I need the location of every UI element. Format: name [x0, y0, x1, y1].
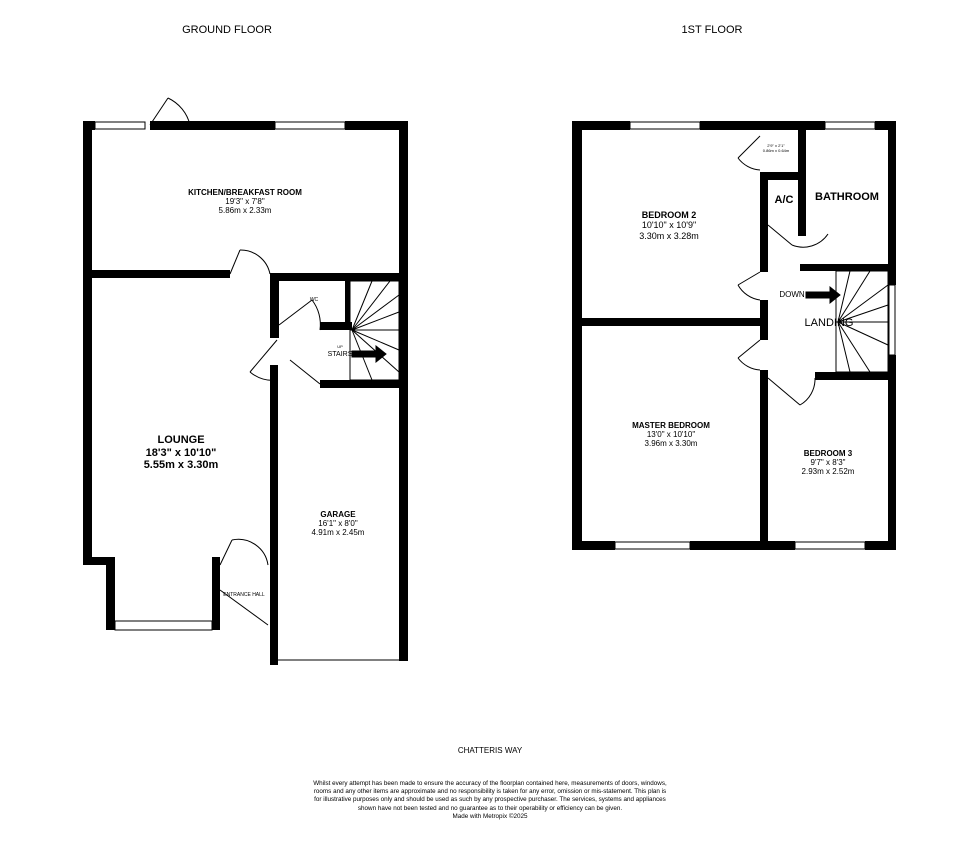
room-bedroom-3: BEDROOM 3 9'7" x 8'3" 2.93m x 2.52m	[802, 449, 855, 477]
room-name: MASTER BEDROOM	[632, 421, 710, 430]
room-wc: WC	[309, 297, 319, 303]
ground-stairs	[349, 280, 400, 381]
ground-floor-title: GROUND FLOOR	[182, 24, 272, 36]
down-label: DOWN	[779, 290, 805, 299]
room-metric: 4.91m x 2.45m	[311, 528, 365, 538]
stairs-label: STAIRS	[327, 351, 353, 358]
room-metric: 3.30m x 3.28m	[639, 230, 699, 241]
room-metric: 2.93m x 2.52m	[801, 467, 855, 477]
disclaimer-text: Whilst every attempt has been made to en…	[313, 780, 667, 812]
room-ac: A/C	[774, 194, 794, 206]
room-name: LOUNGE	[157, 434, 205, 446]
ground-floor-windows	[94, 121, 399, 661]
landing-label: LANDING	[804, 317, 854, 329]
room-bedroom-2: BEDROOM 2 10'10" x 10'9" 3.30m x 3.28m	[639, 210, 699, 241]
cupboard-dimensions: 2'9" x 2'1" 0.86m x 0.64m	[762, 143, 790, 153]
first-floor-title: 1ST FLOOR	[681, 24, 743, 36]
room-metric: 5.55m x 3.30m	[143, 459, 219, 472]
room-imperial: 18'3" x 10'10"	[145, 446, 217, 459]
ground-floor-doors	[149, 97, 321, 626]
disclaimer: Whilst every attempt has been made to en…	[310, 780, 670, 821]
cupboard-metric: 0.86m x 0.64m	[762, 147, 790, 153]
first-floor-walls	[572, 121, 896, 550]
room-name: BEDROOM 2	[641, 210, 697, 220]
room-imperial: 19'3" x 7'8"	[225, 197, 265, 207]
room-metric: 5.86m x 2.33m	[218, 206, 272, 216]
room-master-bedroom: MASTER BEDROOM 13'0" x 10'10" 3.96m x 3.…	[632, 421, 710, 449]
first-floor-doors	[737, 135, 829, 406]
room-lounge: LOUNGE 18'3" x 10'10" 5.55m x 3.30m	[144, 434, 219, 472]
room-entrance-hall: ENTRANCE HALL	[223, 592, 265, 598]
room-imperial: 16'1" x 8'0"	[318, 519, 358, 529]
room-imperial: 10'10" x 10'9"	[641, 220, 697, 231]
room-kitchen: KITCHEN/BREAKFAST ROOM 19'3" x 7'8" 5.86…	[188, 188, 302, 216]
room-garage: GARAGE 16'1" x 8'0" 4.91m x 2.45m	[312, 510, 365, 538]
room-imperial: 13'0" x 10'10"	[646, 430, 696, 440]
ground-floor-walls	[83, 121, 408, 665]
room-name: KITCHEN/BREAKFAST ROOM	[188, 188, 302, 197]
room-name: GARAGE	[320, 510, 356, 519]
first-stairs	[805, 270, 889, 373]
street-name: CHATTERIS WAY	[457, 746, 523, 755]
cupboard-imperial: 2'9" x 2'1"	[767, 143, 785, 148]
stairs-up-label: UP	[337, 344, 343, 349]
room-metric: 3.96m x 3.30m	[644, 439, 698, 449]
room-name: BEDROOM 3	[803, 449, 853, 458]
credit-text: Made with Metropix ©2025	[452, 812, 528, 820]
first-floor-windows	[614, 121, 896, 550]
room-imperial: 9'7" x 8'3"	[810, 458, 846, 468]
room-bathroom: BATHROOM	[815, 191, 879, 203]
